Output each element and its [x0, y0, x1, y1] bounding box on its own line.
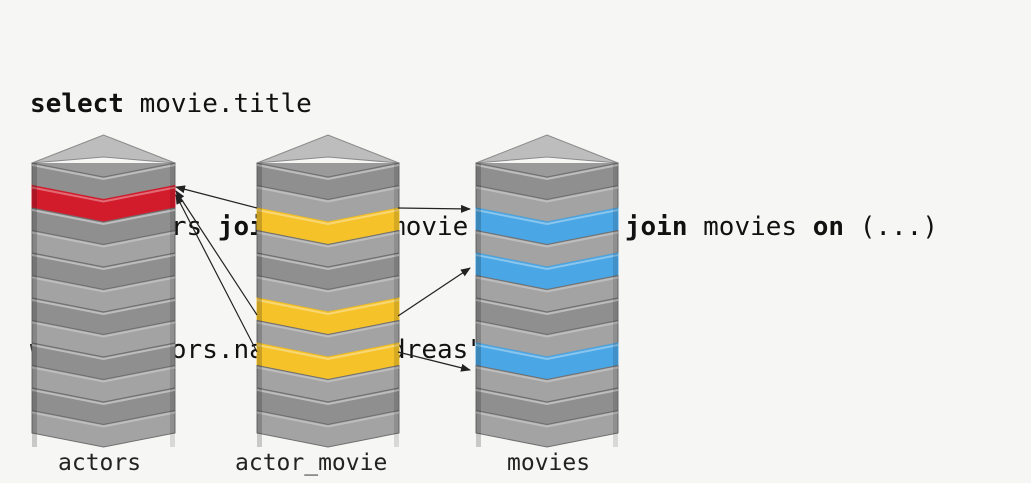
- row-ridge: [475, 186, 619, 203]
- sql-keyword: on: [812, 212, 845, 242]
- actors-label: actors: [58, 450, 142, 476]
- row-ridge: [256, 411, 400, 428]
- row-ridge: [31, 389, 176, 406]
- row-ridge: [256, 276, 400, 293]
- row-ridge: [475, 164, 619, 181]
- join-arrow: [397, 267, 471, 317]
- row-ridge: [475, 321, 619, 338]
- actor-movie-table-stack: [256, 134, 400, 448]
- join-arrow: [397, 351, 471, 372]
- join-arrow: [175, 194, 258, 353]
- actor-movie-label: actor_movie: [235, 450, 388, 476]
- row-ridge: [31, 231, 176, 248]
- row-ridge: [256, 389, 400, 406]
- row-ridge: [256, 299, 400, 316]
- join-arrow: [175, 185, 258, 209]
- row-ridge: [475, 231, 619, 248]
- row-ridge: [31, 186, 176, 203]
- actors-table-stack: [31, 134, 176, 448]
- row-ridge: [475, 209, 619, 226]
- sql-text: movies: [687, 212, 813, 242]
- movies-table-stack: [475, 134, 619, 448]
- row-ridge: [256, 344, 400, 361]
- row-ridge: [475, 299, 619, 316]
- row-ridge: [256, 164, 400, 181]
- join-arrow: [397, 204, 471, 213]
- movies-label: movies: [507, 450, 591, 476]
- row-ridge: [256, 231, 400, 248]
- row-ridge: [475, 344, 619, 361]
- sql-text: movie.title: [123, 89, 312, 119]
- row-ridge: [256, 321, 400, 338]
- row-ridge: [256, 254, 400, 271]
- stack-edge: [170, 163, 175, 447]
- stack-cap: [256, 134, 400, 164]
- row-ridge: [256, 366, 400, 383]
- stack-cap: [31, 134, 176, 164]
- sql-keyword: select: [30, 89, 124, 119]
- row-ridge: [31, 411, 176, 428]
- join-arrow: [175, 190, 258, 316]
- stack-edge: [32, 163, 37, 447]
- stack-edge: [476, 163, 481, 447]
- row-ridge: [31, 344, 176, 361]
- query-line-select: select movie.title: [30, 84, 938, 125]
- row-ridge: [475, 276, 619, 293]
- row-ridge: [31, 299, 176, 316]
- stack-cap: [475, 134, 619, 164]
- row-ridge: [475, 366, 619, 383]
- row-ridge: [31, 276, 176, 293]
- row-ridge: [256, 186, 400, 203]
- row-ridge: [31, 164, 176, 181]
- stack-edge: [613, 163, 618, 447]
- row-ridge: [256, 209, 400, 226]
- row-ridge: [475, 411, 619, 428]
- sql-keyword: join: [624, 212, 688, 242]
- row-ridge: [31, 366, 176, 383]
- row-ridge: [31, 321, 176, 338]
- stack-edge: [394, 163, 399, 447]
- join-arrows: [175, 185, 471, 372]
- row-ridge: [31, 254, 176, 271]
- row-ridge: [31, 209, 176, 226]
- row-ridge: [475, 389, 619, 406]
- stack-edge: [257, 163, 262, 447]
- sql-text: (...): [844, 212, 938, 242]
- row-ridge: [475, 254, 619, 271]
